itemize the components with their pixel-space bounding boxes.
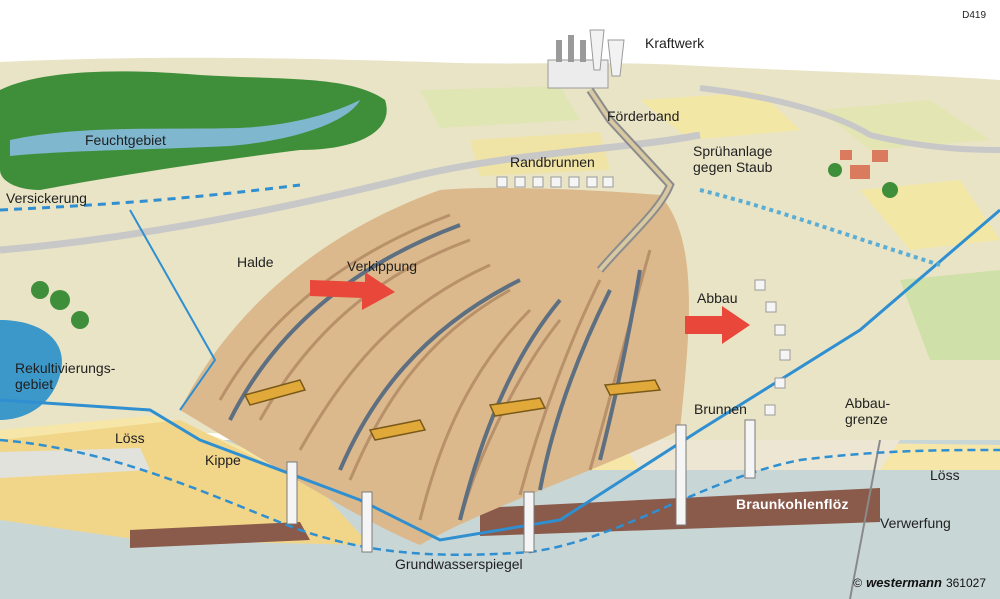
spruehanlage-label-line2: gegen Staub — [693, 159, 773, 175]
diagram-code: D419 — [962, 10, 986, 21]
versickerung-line — [0, 183, 301, 212]
main-conveyor — [588, 88, 673, 272]
field-patch — [640, 92, 800, 140]
pit-benches — [218, 213, 652, 521]
excavators — [243, 379, 662, 441]
fault-line — [849, 439, 881, 599]
open-pit — [180, 187, 689, 545]
spray-system — [699, 188, 941, 267]
rekultivierung-label-line2: gebiet — [15, 376, 54, 392]
grundwasserspiegel-label: Grundwasserspiegel — [395, 556, 523, 572]
gravel-layer — [620, 440, 900, 470]
gravel-layer — [0, 448, 150, 478]
braunkohlefloez-label: Braunkohlenflöz — [736, 496, 849, 512]
field-patch — [420, 86, 580, 128]
verkippung-arrow — [310, 272, 395, 310]
tree — [31, 281, 49, 299]
spruehanlage-label-line1: Sprühanlage — [693, 143, 773, 159]
loess-left-label: Löss — [115, 430, 145, 446]
rekultivierung-lake — [0, 320, 62, 420]
publisher-name: westermann — [866, 575, 942, 590]
brunnen-label: Brunnen — [694, 401, 747, 417]
field-patch — [900, 270, 1000, 360]
loess-right-label: Löss — [930, 467, 960, 483]
tree — [71, 311, 89, 329]
field-patch — [820, 100, 990, 150]
rekultivierung-label-line1: Rekultivierungs- — [15, 360, 116, 376]
copyright-symbol: © — [853, 575, 863, 590]
halde-label: Halde — [237, 254, 274, 270]
water-pipe — [0, 208, 1000, 542]
publisher-credit: © westermann 361027 — [853, 575, 986, 590]
wetland-water — [10, 100, 360, 156]
rim-wells — [496, 176, 791, 416]
road — [0, 131, 701, 254]
foerderband-label: Förderband — [607, 108, 680, 124]
pit-conveyors — [228, 223, 642, 521]
road — [699, 85, 1000, 153]
village — [828, 150, 898, 198]
coal-seam — [130, 522, 310, 548]
wells — [286, 419, 756, 553]
field-patch — [860, 180, 1000, 250]
kraftwerk-label: Kraftwerk — [645, 35, 705, 51]
kippe-label: Kippe — [205, 452, 241, 468]
tree — [50, 290, 70, 310]
publisher-number: 361027 — [945, 575, 986, 590]
abbau-arrow — [685, 306, 750, 344]
versickerung-label: Versickerung — [6, 190, 87, 206]
versickerung-line — [129, 209, 217, 411]
power-plant — [547, 29, 625, 89]
feuchtgebiet-label: Feuchtgebiet — [85, 132, 166, 148]
verkippung-label: Verkippung — [347, 258, 418, 274]
abbau-label: Abbau — [697, 290, 738, 306]
verwerfung-label: Verwerfung — [880, 515, 951, 531]
abbaugrenze-label-line1: Abbau- — [845, 395, 891, 411]
abbaugrenze-label-line2: grenze — [845, 411, 888, 427]
randbrunnen-label: Randbrunnen — [510, 154, 595, 170]
